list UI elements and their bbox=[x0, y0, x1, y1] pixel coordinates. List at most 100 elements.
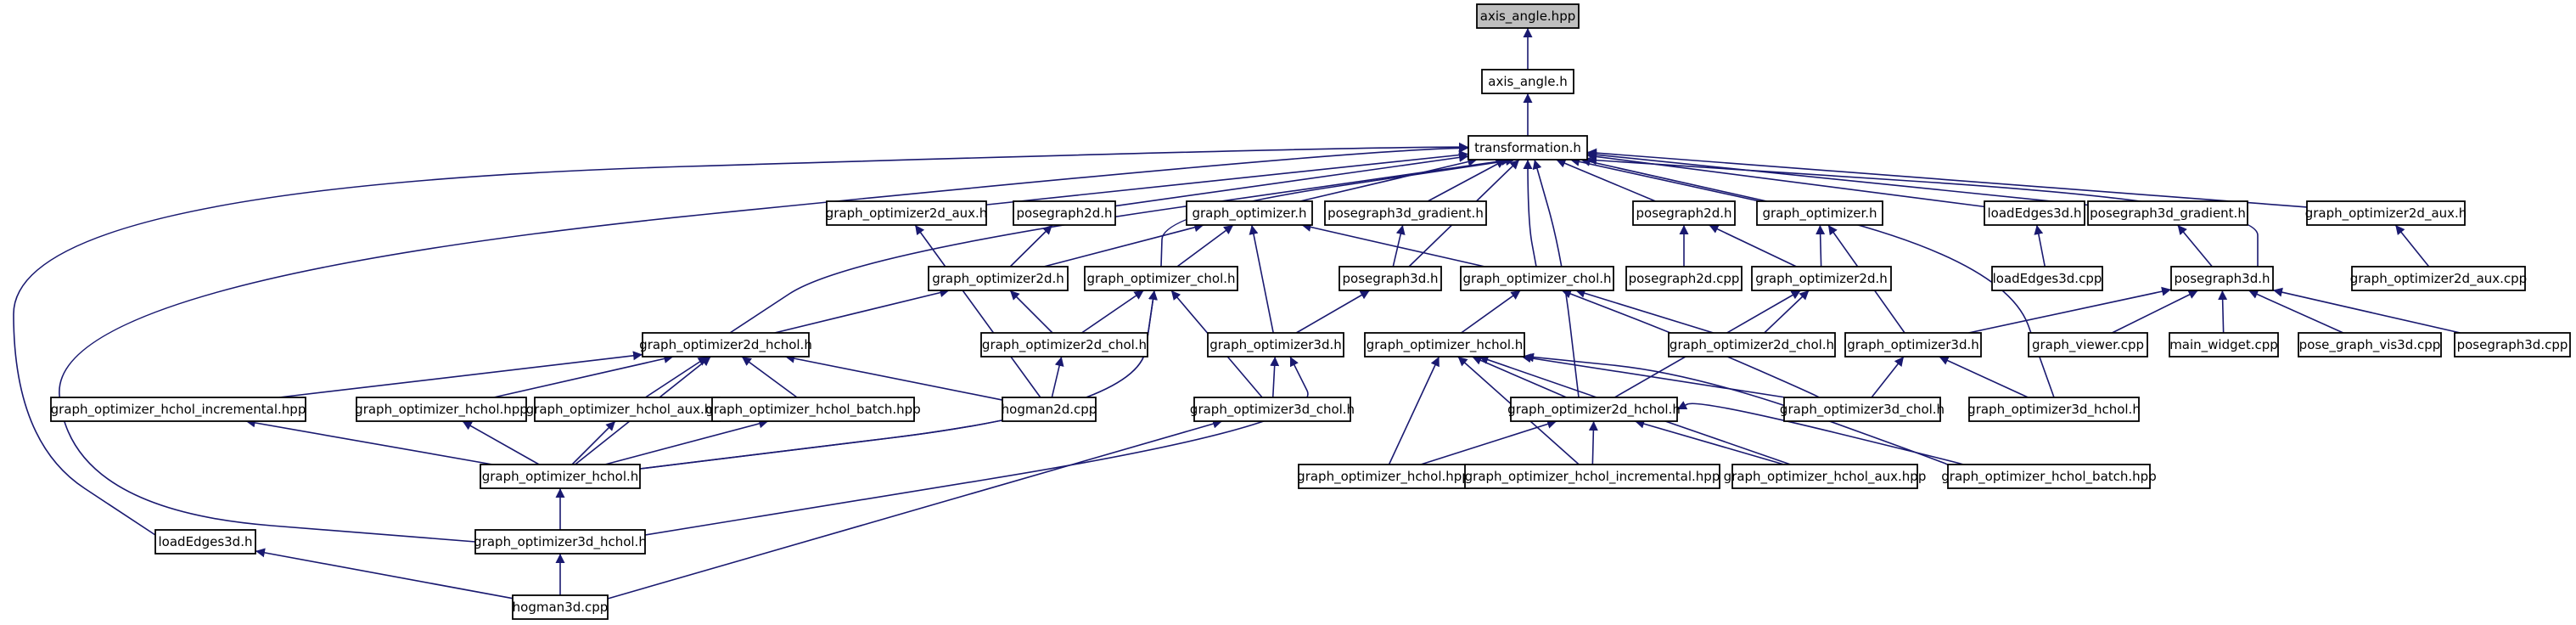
node-go3d_h_b[interactable]: graph_optimizer3d.h bbox=[1844, 332, 1982, 358]
node-go3d_hchol_h_b[interactable]: graph_optimizer3d_hchol.h bbox=[1967, 397, 2141, 422]
node-box[interactable] bbox=[1002, 397, 1097, 422]
node-box[interactable] bbox=[1324, 200, 1487, 226]
node-box[interactable] bbox=[642, 332, 810, 358]
node-pg3d_gradient_h_a[interactable]: posegraph3d_gradient.h bbox=[1324, 200, 1487, 226]
node-box[interactable] bbox=[1481, 69, 1574, 94]
node-box[interactable] bbox=[1751, 266, 1892, 291]
node-graph_optimizer_h_a[interactable]: graph_optimizer.h bbox=[1186, 200, 1313, 226]
node-pose_graph_vis3d_cpp[interactable]: pose_graph_vis3d.cpp bbox=[2298, 332, 2442, 358]
node-go2d_chol_h_b[interactable]: graph_optimizer2d_chol.h bbox=[1668, 332, 1836, 358]
node-box[interactable] bbox=[2087, 200, 2248, 226]
node-box[interactable] bbox=[1510, 397, 1678, 422]
node-box[interactable] bbox=[356, 397, 527, 422]
node-hogman3d_cpp[interactable]: hogman3d.cpp bbox=[512, 594, 609, 620]
node-box[interactable] bbox=[1207, 332, 1344, 358]
node-go2d_h_a[interactable]: graph_optimizer2d.h bbox=[928, 266, 1069, 291]
node-label: graph_optimizer2d.h bbox=[1755, 271, 1888, 287]
node-go2d_hchol_h_b[interactable]: graph_optimizer2d_hchol.h bbox=[1507, 397, 1681, 422]
node-posegraph3d_h_b[interactable]: posegraph3d.h bbox=[2170, 266, 2274, 291]
node-box[interactable] bbox=[1339, 266, 1442, 291]
node-box[interactable] bbox=[1464, 464, 1720, 489]
node-box[interactable] bbox=[928, 266, 1069, 291]
node-axis_angle_h[interactable]: axis_angle.h bbox=[1481, 69, 1574, 94]
node-box[interactable] bbox=[50, 397, 306, 422]
node-graph_viewer_cpp[interactable]: graph_viewer.cpp bbox=[2028, 332, 2148, 358]
node-box[interactable] bbox=[1731, 464, 1918, 489]
node-box[interactable] bbox=[2170, 266, 2274, 291]
node-axis_angle_hpp[interactable]: axis_angle.hpp bbox=[1476, 3, 1580, 29]
node-go_chol_h_a[interactable]: graph_optimizer_chol.h bbox=[1084, 266, 1238, 291]
node-go_hchol_h_b[interactable]: graph_optimizer_hchol.h bbox=[1364, 332, 1525, 358]
node-loadEdges3d_h_b[interactable]: loadEdges3d.h bbox=[1984, 200, 2085, 226]
node-box[interactable] bbox=[2028, 332, 2148, 358]
node-posegraph2d_cpp[interactable]: posegraph2d.cpp bbox=[1625, 266, 1743, 291]
node-box[interactable] bbox=[1460, 266, 1614, 291]
node-go3d_chol_h_a[interactable]: graph_optimizer3d_chol.h bbox=[1190, 397, 1355, 422]
node-go_chol_h_b[interactable]: graph_optimizer_chol.h bbox=[1460, 266, 1614, 291]
node-go2d_aux_h_a[interactable]: graph_optimizer2d_aux.h bbox=[826, 200, 988, 226]
node-box[interactable] bbox=[1084, 266, 1238, 291]
node-box[interactable] bbox=[1013, 200, 1116, 226]
node-box[interactable] bbox=[2454, 332, 2571, 358]
node-box[interactable] bbox=[1668, 332, 1836, 358]
node-posegraph2d_h_a[interactable]: posegraph2d.h bbox=[1013, 200, 1116, 226]
node-go2d_h_b[interactable]: graph_optimizer2d.h bbox=[1751, 266, 1892, 291]
node-box[interactable] bbox=[1468, 135, 1588, 160]
node-go_hchol_incremental_hpp_a[interactable]: graph_optimizer_hchol_incremental.hpp bbox=[50, 397, 306, 422]
node-box[interactable] bbox=[1625, 266, 1743, 291]
node-posegraph3d_cpp[interactable]: posegraph3d.cpp bbox=[2454, 332, 2571, 358]
node-box[interactable] bbox=[474, 529, 646, 555]
node-box[interactable] bbox=[1476, 3, 1580, 29]
node-box[interactable] bbox=[2298, 332, 2442, 358]
node-box[interactable] bbox=[1193, 397, 1351, 422]
node-loadEdges3d_h_a[interactable]: loadEdges3d.h bbox=[154, 529, 256, 555]
node-go2d_aux_h_b[interactable]: graph_optimizer2d_aux.h bbox=[2305, 200, 2467, 226]
node-transformation_h[interactable]: transformation.h bbox=[1468, 135, 1588, 160]
node-go_hchol_aux_hpp_a[interactable]: graph_optimizer_hchol_aux.hpp bbox=[526, 397, 729, 422]
node-go2d_aux_cpp[interactable]: graph_optimizer2d_aux.cpp bbox=[2350, 266, 2527, 291]
edge-go3d_hchol_h_b-to-go3d_h_b bbox=[1939, 356, 2029, 398]
node-go3d_h_a[interactable]: graph_optimizer3d.h bbox=[1207, 332, 1344, 358]
node-go2d_chol_h_a[interactable]: graph_optimizer2d_chol.h bbox=[980, 332, 1148, 358]
node-graph_optimizer_h_b[interactable]: graph_optimizer.h bbox=[1756, 200, 1883, 226]
node-hogman2d_cpp[interactable]: hogman2d.cpp bbox=[1002, 397, 1097, 422]
node-box[interactable] bbox=[534, 397, 721, 422]
node-main_widget_cpp[interactable]: main_widget.cpp bbox=[2169, 332, 2279, 358]
node-go_hchol_batch_hpp_a[interactable]: graph_optimizer_hchol_batch.hpp bbox=[705, 397, 921, 422]
node-box[interactable] bbox=[1783, 397, 1941, 422]
node-posegraph3d_h_a[interactable]: posegraph3d.h bbox=[1339, 266, 1442, 291]
node-box[interactable] bbox=[711, 397, 915, 422]
node-box[interactable] bbox=[1632, 200, 1736, 226]
node-box[interactable] bbox=[1844, 332, 1982, 358]
node-box[interactable] bbox=[1968, 397, 2140, 422]
node-box[interactable] bbox=[1756, 200, 1883, 226]
node-label: graph_optimizer_hchol_incremental.hpp bbox=[1465, 469, 1720, 485]
node-go_hchol_h_a[interactable]: graph_optimizer_hchol.h bbox=[480, 464, 641, 489]
node-box[interactable] bbox=[480, 464, 641, 489]
node-go_hchol_incremental_hpp_b[interactable]: graph_optimizer_hchol_incremental.hpp bbox=[1464, 464, 1720, 489]
node-pg3d_gradient_h_b[interactable]: posegraph3d_gradient.h bbox=[2087, 200, 2248, 226]
node-go_hchol_hpp_a[interactable]: graph_optimizer_hchol.hpp bbox=[355, 397, 528, 422]
node-box[interactable] bbox=[2351, 266, 2526, 291]
node-go2d_hchol_h_a[interactable]: graph_optimizer2d_hchol.h bbox=[639, 332, 812, 358]
node-box[interactable] bbox=[2306, 200, 2466, 226]
node-go_hchol_hpp_b[interactable]: graph_optimizer_hchol.hpp bbox=[1297, 464, 1470, 489]
node-posegraph2d_h_b[interactable]: posegraph2d.h bbox=[1632, 200, 1736, 226]
node-box[interactable] bbox=[1364, 332, 1525, 358]
node-box[interactable] bbox=[154, 529, 256, 555]
node-loadEdges3d_cpp[interactable]: loadEdges3d.cpp bbox=[1991, 266, 2103, 291]
node-box[interactable] bbox=[1186, 200, 1313, 226]
node-box[interactable] bbox=[1947, 464, 2151, 489]
node-box[interactable] bbox=[1991, 266, 2103, 291]
node-label: graph_optimizer_chol.h bbox=[1086, 271, 1235, 287]
node-go3d_hchol_h_a[interactable]: graph_optimizer3d_hchol.h bbox=[474, 529, 647, 555]
node-box[interactable] bbox=[1984, 200, 2085, 226]
node-box[interactable] bbox=[2169, 332, 2279, 358]
node-go_hchol_batch_hpp_b[interactable]: graph_optimizer_hchol_batch.hpp bbox=[1941, 464, 2157, 489]
node-box[interactable] bbox=[980, 332, 1148, 358]
node-box[interactable] bbox=[512, 594, 609, 620]
node-go_hchol_aux_hpp_b[interactable]: graph_optimizer_hchol_aux.hpp bbox=[1724, 464, 1927, 489]
node-go3d_chol_h_b[interactable]: graph_optimizer3d_chol.h bbox=[1780, 397, 1945, 422]
node-box[interactable] bbox=[826, 200, 987, 226]
